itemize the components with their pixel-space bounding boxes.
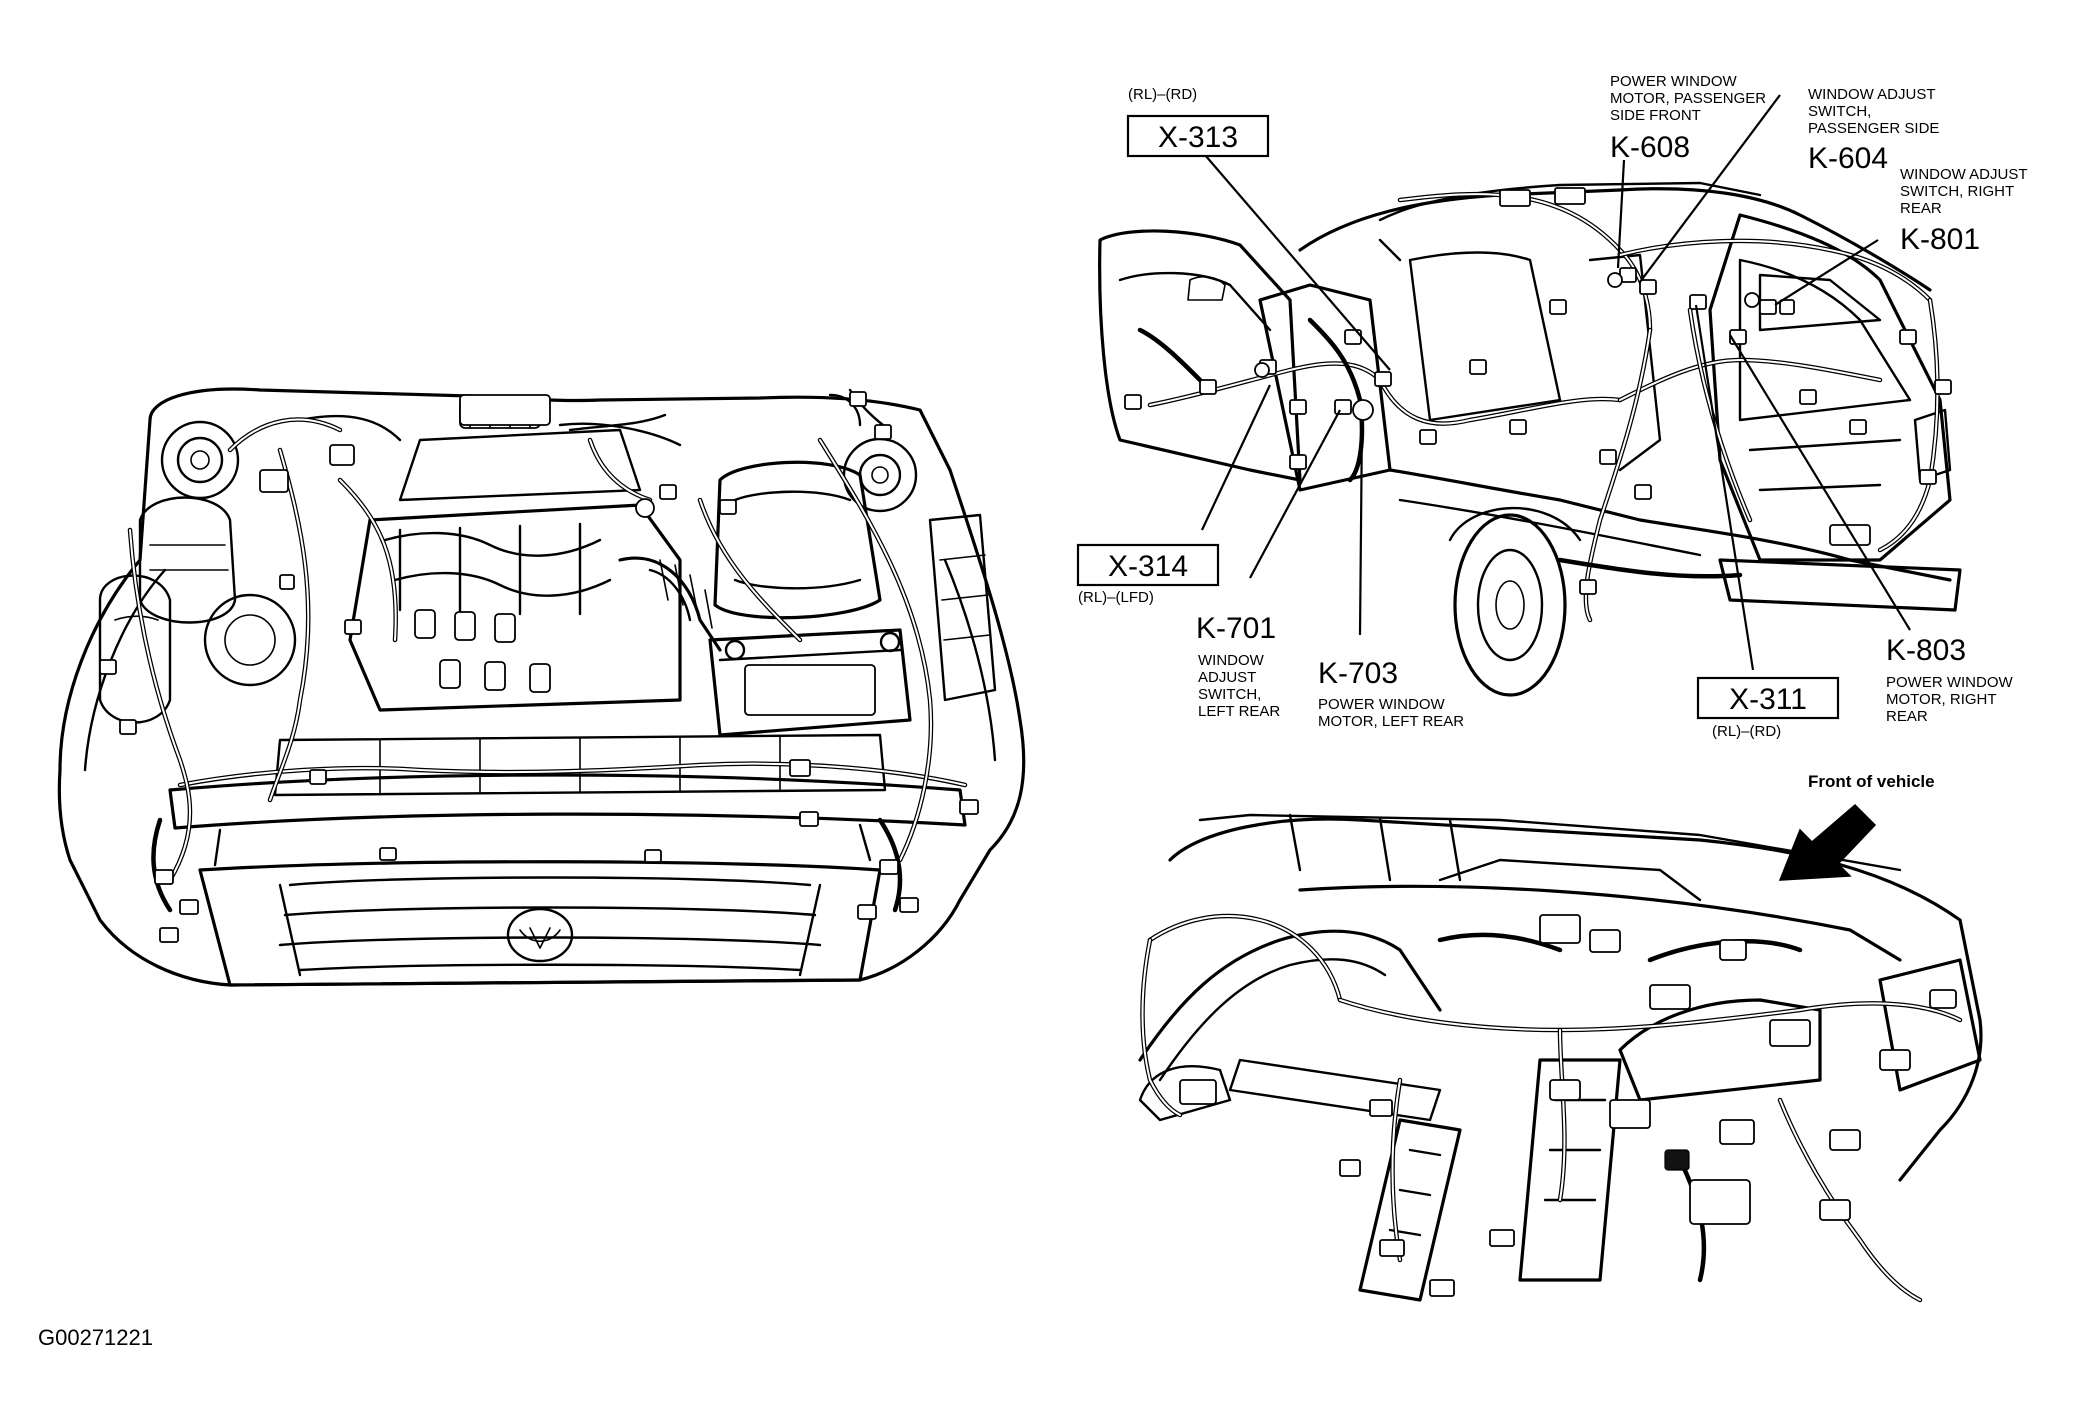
k703-desc-1: POWER WINDOW bbox=[1318, 696, 1445, 713]
fuel-injectors bbox=[414, 609, 551, 693]
connector-x313-callout: (RL)–(RD) X-313 bbox=[1126, 86, 1270, 158]
dash-wiring-harness bbox=[1140, 913, 1963, 1303]
k801-desc-3: REAR bbox=[1900, 200, 1942, 217]
k801-desc-2: SWITCH, RIGHT bbox=[1900, 183, 2014, 200]
k608-desc-3: SIDE FRONT bbox=[1610, 107, 1701, 124]
x313-code: (RL)–(RD) bbox=[1128, 86, 1197, 103]
k604-desc-2: SWITCH, bbox=[1808, 103, 1871, 120]
vehicle-body-illustration bbox=[1098, 181, 1962, 697]
body-connectors bbox=[1124, 187, 1952, 595]
component-k701-callout: K-701 WINDOW ADJUST SWITCH, LEFT REAR bbox=[1196, 612, 1280, 720]
engine-connectors bbox=[99, 391, 979, 943]
k604-id: K-604 bbox=[1808, 142, 1888, 175]
x313-id: X-313 bbox=[1158, 121, 1238, 154]
component-k803-callout: K-803 POWER WINDOW MOTOR, RIGHT REAR bbox=[1886, 634, 2013, 725]
connector-x311-callout: X-311 (RL)–(RD) bbox=[1696, 676, 1840, 740]
k803-desc-3: REAR bbox=[1886, 708, 1928, 725]
instrument-panel-illustration bbox=[1138, 813, 1983, 1303]
k801-desc-1: WINDOW ADJUST bbox=[1900, 166, 2028, 183]
component-k608-callout: POWER WINDOW MOTOR, PASSENGER SIDE FRONT… bbox=[1610, 73, 1766, 164]
k701-desc-1: WINDOW bbox=[1198, 652, 1265, 669]
leader-lines bbox=[1201, 94, 1911, 671]
component-k801-callout: WINDOW ADJUST SWITCH, RIGHT REAR K-801 bbox=[1900, 166, 2028, 256]
x311-code: (RL)–(RD) bbox=[1712, 723, 1781, 740]
engine-wiring-harness bbox=[127, 388, 968, 913]
x311-id: X-311 bbox=[1729, 683, 1807, 716]
body-wiring-harness bbox=[1137, 191, 1940, 623]
component-k604-callout: WINDOW ADJUST SWITCH, PASSENGER SIDE K-6… bbox=[1808, 86, 1939, 175]
dash-connectors bbox=[1179, 914, 1957, 1297]
component-k703-callout: K-703 POWER WINDOW MOTOR, LEFT REAR bbox=[1318, 657, 1464, 730]
k703-id: K-703 bbox=[1318, 657, 1398, 690]
k803-desc-1: POWER WINDOW bbox=[1886, 674, 2013, 691]
front-of-vehicle-label: Front of vehicle bbox=[1808, 772, 1935, 791]
k604-desc-1: WINDOW ADJUST bbox=[1808, 86, 1936, 103]
k608-id: K-608 bbox=[1610, 131, 1690, 164]
k604-desc-3: PASSENGER SIDE bbox=[1808, 120, 1939, 137]
k701-desc-4: LEFT REAR bbox=[1198, 703, 1280, 720]
k701-desc-2: ADJUST bbox=[1198, 669, 1256, 686]
k608-desc-2: MOTOR, PASSENGER bbox=[1610, 90, 1766, 107]
k701-desc-3: SWITCH, bbox=[1198, 686, 1261, 703]
figure-id: G00271221 bbox=[38, 1325, 153, 1350]
x314-code: (RL)–(LFD) bbox=[1078, 589, 1154, 606]
connector-x314-callout: X-314 (RL)–(LFD) bbox=[1076, 543, 1220, 606]
engine-bay-illustration bbox=[57, 387, 1026, 987]
x314-id: X-314 bbox=[1108, 550, 1188, 583]
k608-desc-1: POWER WINDOW bbox=[1610, 73, 1737, 90]
k803-desc-2: MOTOR, RIGHT bbox=[1886, 691, 1997, 708]
k803-id: K-803 bbox=[1886, 634, 1966, 667]
k801-id: K-801 bbox=[1900, 223, 1980, 256]
k701-id: K-701 bbox=[1196, 612, 1276, 645]
k703-desc-2: MOTOR, LEFT REAR bbox=[1318, 713, 1464, 730]
front-of-vehicle-arrow-icon bbox=[1778, 803, 1877, 881]
